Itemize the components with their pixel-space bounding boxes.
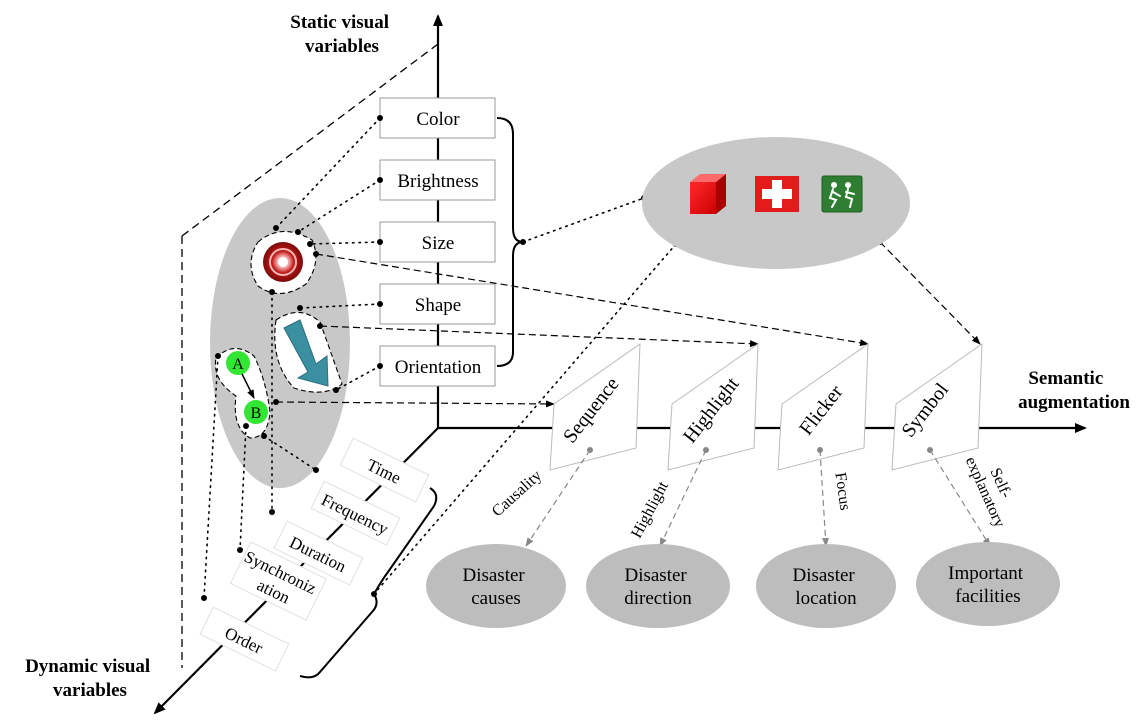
method-symbol: Symbol [891,343,983,471]
dynamic-label-order: Order [199,606,290,672]
static-axis-label: Static visual variables [290,12,393,57]
svg-text:Important facilities: Important facilities [948,563,1028,607]
static-box-brightness: Brightness [379,159,496,201]
outcome-disaster-direction: Disaster direction [586,544,730,628]
dynamic-label-frequency: Frequency [310,480,401,546]
relation-focus: Focus [831,471,853,511]
static-box-color: Color [379,97,496,139]
svg-text:A: A [232,356,244,373]
method-flicker: Flicker [777,343,869,471]
a-to-b-arrow [241,373,255,399]
dynamic-label-time: Time [339,437,430,503]
svg-text:Disaster location: Disaster location [792,565,859,609]
static-box-orientation: Orientation [379,345,496,387]
static-label-color: Color [416,109,460,130]
red-cross-icon [755,176,799,212]
static-brace [496,117,524,367]
red-cube-icon [690,174,726,214]
marker-a: A [226,351,250,375]
static-label-orientation: Orientation [395,357,482,378]
dynamic-axis-label: Dynamic visual variables [25,656,155,701]
static-label-shape: Shape [415,295,461,316]
static-box-shape: Shape [379,283,496,325]
dotted-connectors [203,117,677,599]
outcome-disaster-causes: Disaster causes [426,544,566,628]
green-exit-sign-icon [821,175,863,213]
static-label-size: Size [422,233,455,254]
method-sequence: Sequence [549,343,641,471]
static-box-size: Size [379,221,496,263]
relation-highlight: Highlight [628,478,672,541]
svg-text:Disaster direction: Disaster direction [624,565,692,609]
back-plane [181,43,439,668]
static-label-brightness: Brightness [397,171,478,192]
outcomes: Disaster causes Disaster direction Disas… [426,542,1060,628]
augmentation-methods: Sequence Highlight Flicker Symbol [549,343,983,471]
svg-text:Disaster causes: Disaster causes [462,565,529,609]
static-variable-boxes: Color Brightness Size Shape Orientation [379,97,496,387]
marker-b: B [244,400,268,424]
red-target-icon [263,242,303,282]
outcome-important-facilities: Important facilities [916,542,1060,626]
svg-text:B: B [251,405,262,422]
semantic-axis-label: Semantic augmentation [1018,368,1130,413]
orientation-arrow-icon [283,319,329,387]
dashed-arrows [275,241,981,408]
dynamic-brace [299,487,438,679]
relation-self-explanatory: Self- explanatory [962,447,1025,530]
relation-causality: Causality [489,467,545,520]
outcome-connectors [525,447,991,547]
method-highlight: Highlight [667,343,759,471]
outcome-disaster-location: Disaster location [756,544,896,628]
dynamic-variable-labels: Time Frequency Duration Synchroniz ation… [199,437,430,672]
